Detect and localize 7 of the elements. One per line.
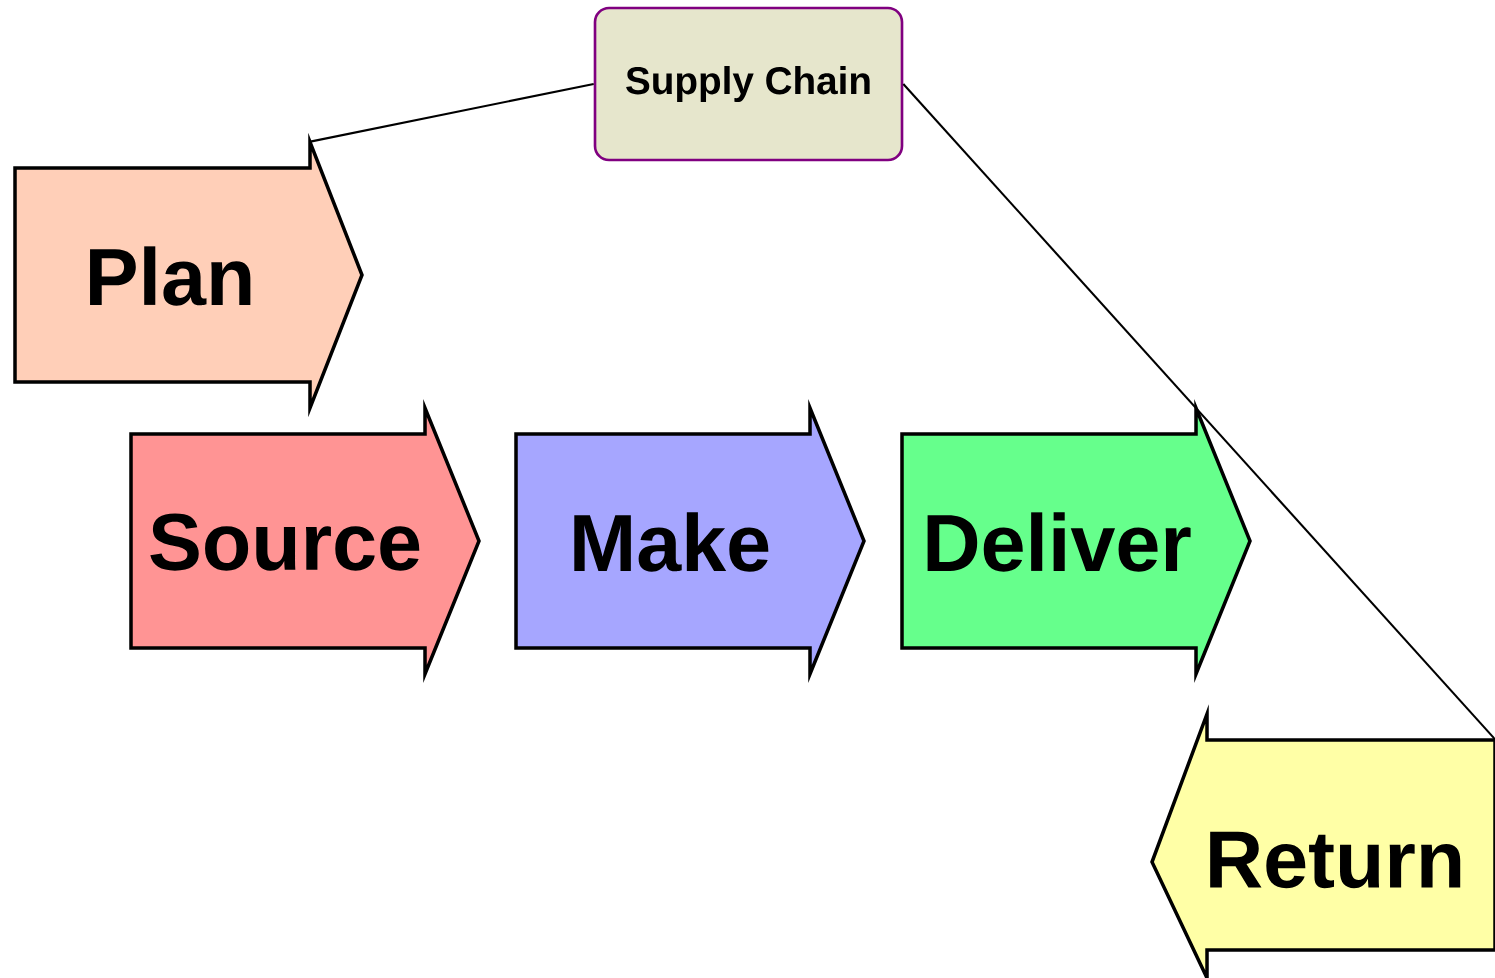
arrow-box: Plan [13, 132, 364, 418]
connector-line [310, 82, 594, 143]
arrow-box: Deliver [900, 399, 1252, 683]
arrow-box: Return [1150, 704, 1495, 978]
arrow-box: Source [129, 399, 481, 683]
process-box: Supply Chain [593, 6, 904, 162]
arrow-box: Make [514, 399, 866, 683]
